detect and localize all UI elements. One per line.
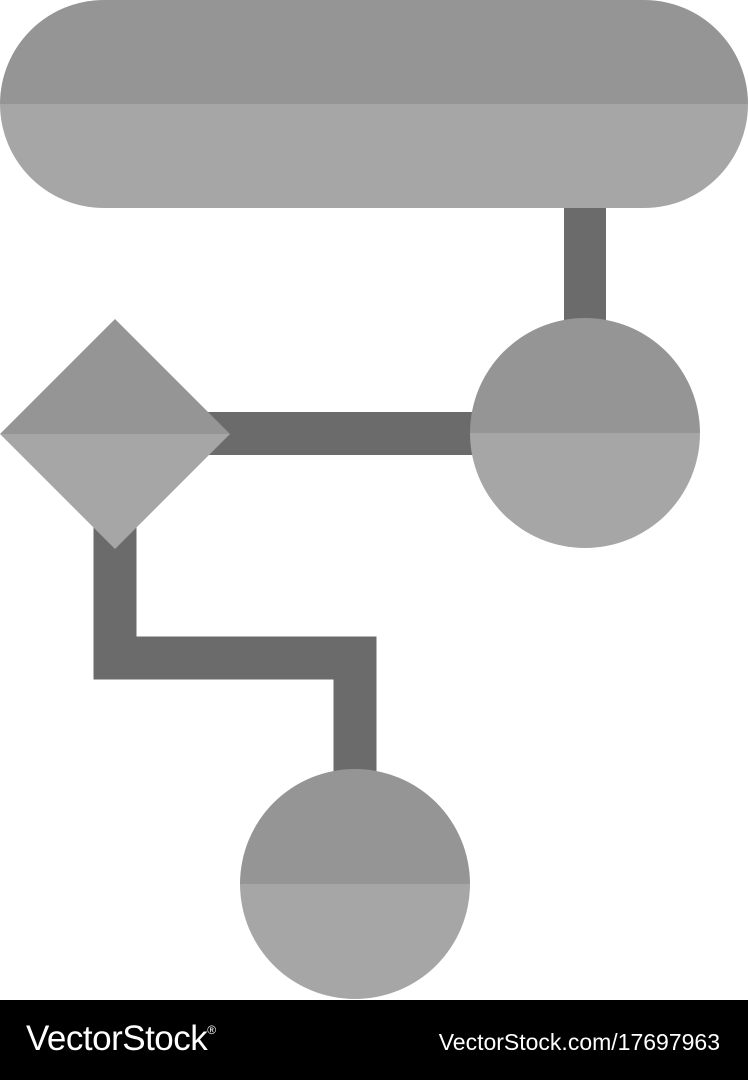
connector-diamond-to-circle — [200, 412, 480, 455]
connector-pill-to-circle — [564, 200, 606, 326]
terminator-pill-shape — [0, 0, 748, 208]
vectorstock-logo: VectorStock® — [26, 1019, 216, 1059]
footer-brand: VectorStock — [26, 1019, 208, 1058]
connector-diamond-to-bottom-circle — [93, 520, 377, 780]
flowchart-icon — [0, 0, 748, 999]
decision-diamond-shape — [0, 319, 230, 549]
registered-mark: ® — [207, 1023, 216, 1037]
footer-url: VectorStock.com/17697963 — [438, 1029, 720, 1055]
process-circle-shape — [470, 318, 700, 548]
connectors — [93, 200, 606, 780]
end-circle-shape — [240, 769, 470, 999]
watermark-footer: VectorStock® VectorStock.com/17697963 — [0, 1000, 748, 1080]
